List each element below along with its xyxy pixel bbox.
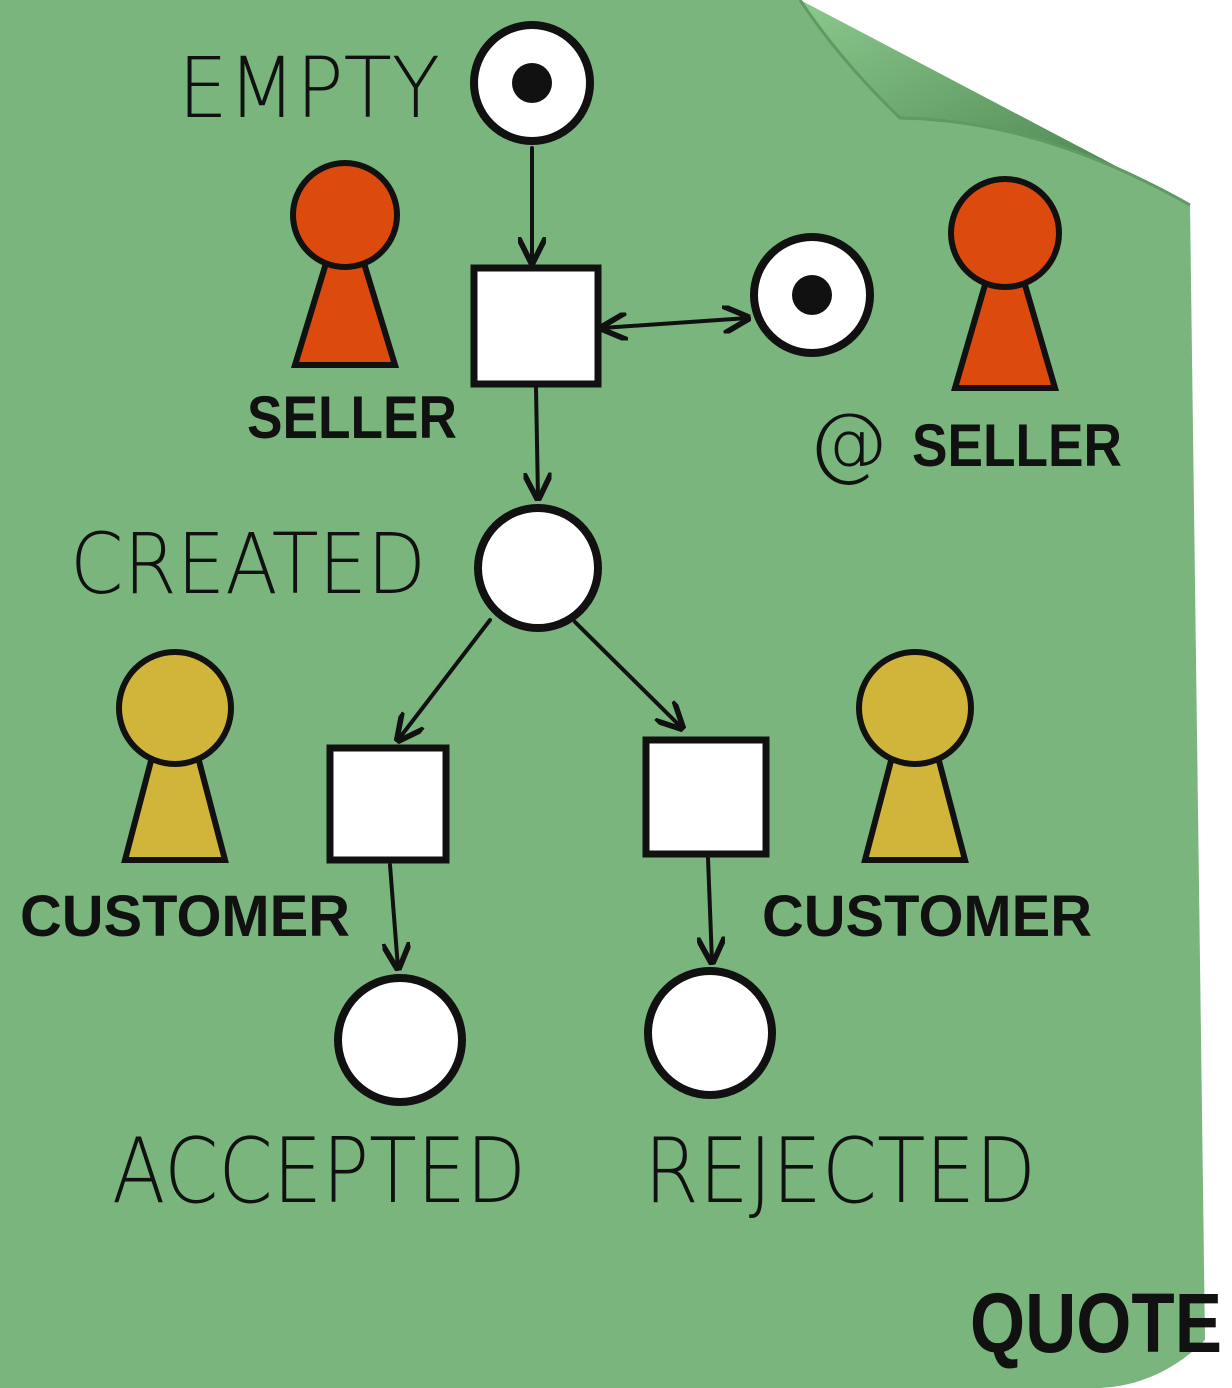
arc-create-to-seller-token [602, 318, 748, 328]
state-label-created: CREATED [70, 515, 426, 613]
page-fold-edge [798, 0, 1191, 207]
place-accepted-icon [334, 974, 466, 1106]
role-label-seller-token: SELLER [912, 412, 1122, 479]
state-label-empty: EMPTY [178, 39, 440, 137]
arc-accept-to-accepted [390, 863, 398, 968]
token-dot-seller-icon [792, 275, 832, 315]
state-label-accepted: ACCEPTED [112, 1119, 526, 1224]
arc-reject-to-rejected [708, 856, 712, 962]
role-label-customer: CUSTOMER [20, 884, 350, 949]
transition-create-icon [470, 264, 602, 388]
role-label-seller: SELLER [247, 384, 457, 451]
place-rejected-icon [644, 967, 776, 1099]
arc-created-to-reject [573, 620, 682, 728]
role-prefix-at: @ [808, 396, 888, 489]
place-created-icon [474, 504, 602, 632]
seller-pawn-icon [948, 176, 1062, 391]
transition-reject-icon [642, 736, 770, 858]
seller-pawn-icon [290, 160, 400, 368]
customer-pawn-icon [116, 649, 234, 863]
arc-created-to-accept [398, 618, 492, 740]
arc-create-to-created [536, 386, 538, 498]
role-label-customer: CUSTOMER [762, 884, 1092, 949]
transition-accept-icon [326, 744, 450, 864]
state-label-rejected: REJECTED [644, 1119, 1036, 1224]
page-fold-corner [800, 0, 1190, 205]
token-dot-empty-icon [512, 63, 552, 103]
document-title: QUOTE [970, 1276, 1222, 1370]
customer-pawn-icon [856, 649, 974, 863]
